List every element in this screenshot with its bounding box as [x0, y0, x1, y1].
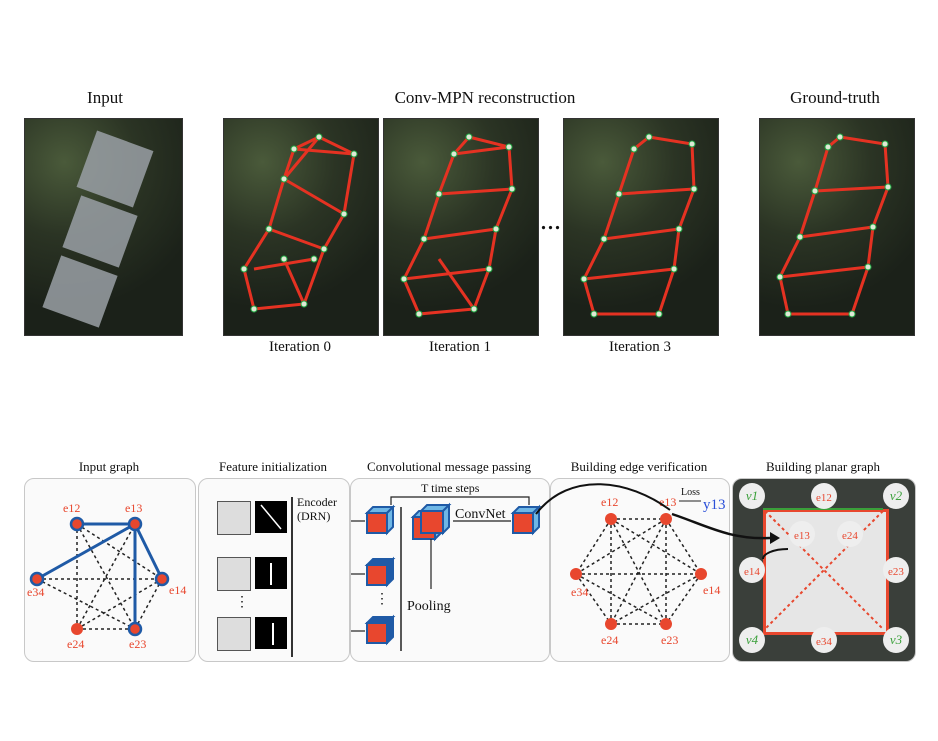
encoder-bracket [291, 497, 293, 657]
iteration-1-image [383, 118, 539, 336]
title-edge-verification: Building edge verification [570, 459, 708, 474]
connector-arrows [535, 483, 780, 544]
groundtruth-graph-overlay [776, 133, 892, 318]
encoder-label: Encoder (DRN) [297, 495, 337, 523]
iteration-0-graph-overlay [240, 133, 358, 313]
edge-e34-badge: e34 [811, 627, 837, 653]
feature-mask-2 [255, 557, 287, 589]
y13-label: y13 [703, 497, 726, 513]
feature-vertical-dots: ⋮ [235, 595, 249, 610]
planar-graph-overlay [762, 508, 884, 630]
caption-iteration-3: Iteration 3 [608, 339, 672, 355]
loss-label: Loss [681, 487, 700, 498]
vertex-v2: v2 [883, 483, 909, 509]
panel-edge-verification: e12 e13 e14 e34 e24 e23 Loss y13 [550, 478, 730, 662]
ev-label-e23: e23 [661, 633, 679, 647]
ev-label-e14: e14 [703, 583, 721, 597]
pooling-label: Pooling [407, 599, 451, 614]
mp-vertical-dots: ⋮ [375, 592, 389, 607]
input-aerial-image [24, 118, 183, 336]
title-planar-graph: Building planar graph [765, 459, 881, 474]
feature-mask-3 [255, 617, 287, 649]
edge-e13-badge: e13 [789, 521, 815, 547]
node-label-e13: e13 [125, 501, 143, 515]
edge-verification-graph [570, 500, 707, 630]
vertex-v3: v3 [883, 627, 909, 653]
feature-image-2 [217, 557, 251, 591]
node-label-e34: e34 [27, 585, 45, 599]
header-groundtruth: Ground-truth [790, 88, 880, 107]
iteration-ellipsis: ... [540, 205, 561, 236]
ev-label-e24: e24 [601, 633, 619, 647]
caption-iteration-1: Iteration 1 [428, 339, 492, 355]
node-label-e14: e14 [169, 583, 187, 597]
feature-image-1 [217, 501, 251, 535]
ev-label-e12: e12 [601, 495, 619, 509]
feature-mask-1 [255, 501, 287, 533]
feature-image-3 [217, 617, 251, 651]
vertex-v4: v4 [739, 627, 765, 653]
edge-e24-badge: e24 [837, 521, 863, 547]
groundtruth-image [759, 118, 915, 336]
node-label-e23: e23 [129, 637, 147, 651]
iteration-0-image [223, 118, 379, 336]
panel-input-graph: e12 e13 e14 e34 e24 e23 [24, 478, 196, 662]
header-input: Input [87, 88, 123, 107]
node-label-e24: e24 [67, 637, 85, 651]
time-steps-label: T time steps [421, 481, 480, 495]
iteration-1-graph-overlay [400, 133, 516, 318]
vertex-v1: v1 [739, 483, 765, 509]
title-message-passing: Convolutional message passing [367, 459, 531, 474]
title-feature-init: Feature initialization [219, 459, 327, 474]
input-graph-edges [29, 516, 170, 637]
node-label-e12: e12 [63, 501, 81, 515]
message-passing-diagram [351, 496, 542, 651]
iteration-3-image [563, 118, 719, 336]
caption-iteration-0: Iteration 0 [268, 339, 332, 355]
ev-label-e34: e34 [571, 585, 589, 599]
edge-e23-badge: e23 [883, 557, 909, 583]
convnet-label: ConvNet [455, 507, 506, 522]
iteration-3-graph-overlay [580, 133, 698, 318]
title-input-graph: Input graph [78, 459, 140, 474]
edge-e14-badge: e14 [739, 557, 765, 583]
panel-feature-init: ⋮ Encoder (DRN) [198, 478, 350, 662]
header-reconstruction: Conv-MPN reconstruction [394, 88, 576, 107]
panel-message-passing: T time steps ConvNet Pooling ⋮ [350, 478, 550, 662]
edge-e12-badge: e12 [811, 483, 837, 509]
panel-planar-graph: v1 v2 v3 v4 e12 e13 e24 e14 e23 e34 [732, 478, 916, 662]
